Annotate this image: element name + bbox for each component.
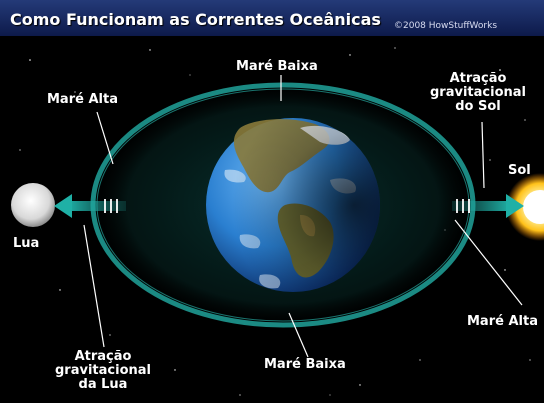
leader-mare-alta-left [96, 111, 114, 165]
label-lua: Lua [13, 236, 40, 251]
starfield [19, 47, 531, 396]
earth-globe [206, 118, 380, 292]
label-mare-alta-left: Maré Alta [47, 92, 118, 107]
label-sol: Sol [508, 163, 531, 178]
atracao-sol-line-3: do Sol [455, 99, 501, 114]
moon [11, 183, 55, 227]
label-mare-baixa-top: Maré Baixa [236, 59, 318, 74]
atracao-sol-line-2: gravitacional [430, 85, 526, 100]
title-bar: Como Funcionam as Correntes Oceânicas ©2… [0, 0, 544, 36]
atracao-lua-line-1: Atração [74, 349, 132, 364]
atracao-sol-line-1: Atração [449, 71, 507, 86]
atracao-lua-line-3: da Lua [78, 377, 128, 392]
label-atracao-lua: Atração gravitacional da Lua [48, 350, 158, 392]
leader-lines [83, 75, 523, 358]
label-mare-baixa-bottom: Maré Baixa [264, 357, 346, 372]
label-mare-alta-right: Maré Alta [467, 314, 538, 329]
leader-atracao-sol [481, 121, 485, 189]
label-atracao-sol: Atração gravitacional do Sol [423, 72, 533, 114]
leader-atracao-lua [83, 224, 105, 348]
copyright-credit: ©2008 HowStuffWorks [394, 21, 498, 31]
leader-mare-alta-right [454, 219, 523, 306]
sun-pull-arrow [452, 194, 524, 218]
diagram-title: Como Funcionam as Correntes Oceânicas [10, 10, 381, 29]
leader-mare-baixa-bottom [288, 312, 309, 358]
atracao-lua-line-2: gravitacional [55, 363, 151, 378]
moon-pull-arrow [54, 194, 126, 218]
sun [506, 173, 544, 241]
